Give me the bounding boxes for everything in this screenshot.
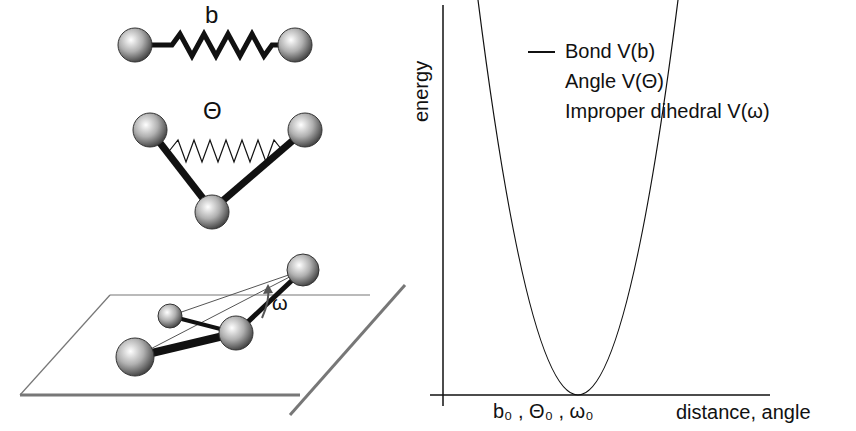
bond-spring — [118, 28, 312, 62]
energy-curve — [478, 0, 678, 395]
legend-entry: Angle V(Θ) — [565, 70, 664, 92]
legend-entry: Improper dihedral V(ω) — [565, 100, 770, 122]
angle-label: Θ — [203, 98, 222, 124]
axis-title: energy — [410, 61, 432, 122]
dihedral-angle-label: ω — [272, 292, 288, 314]
plot-axes — [430, 5, 770, 406]
equilibrium-values: b₀ , Θ₀ , ω₀ — [493, 400, 594, 422]
angle-figure — [133, 113, 322, 229]
bond-length-label: b — [205, 2, 218, 28]
legend-line-sample — [528, 51, 555, 53]
axis-title: distance, angle — [676, 401, 811, 423]
dihedral-figure — [20, 254, 405, 415]
legend-entry: Bond V(b) — [565, 40, 655, 62]
